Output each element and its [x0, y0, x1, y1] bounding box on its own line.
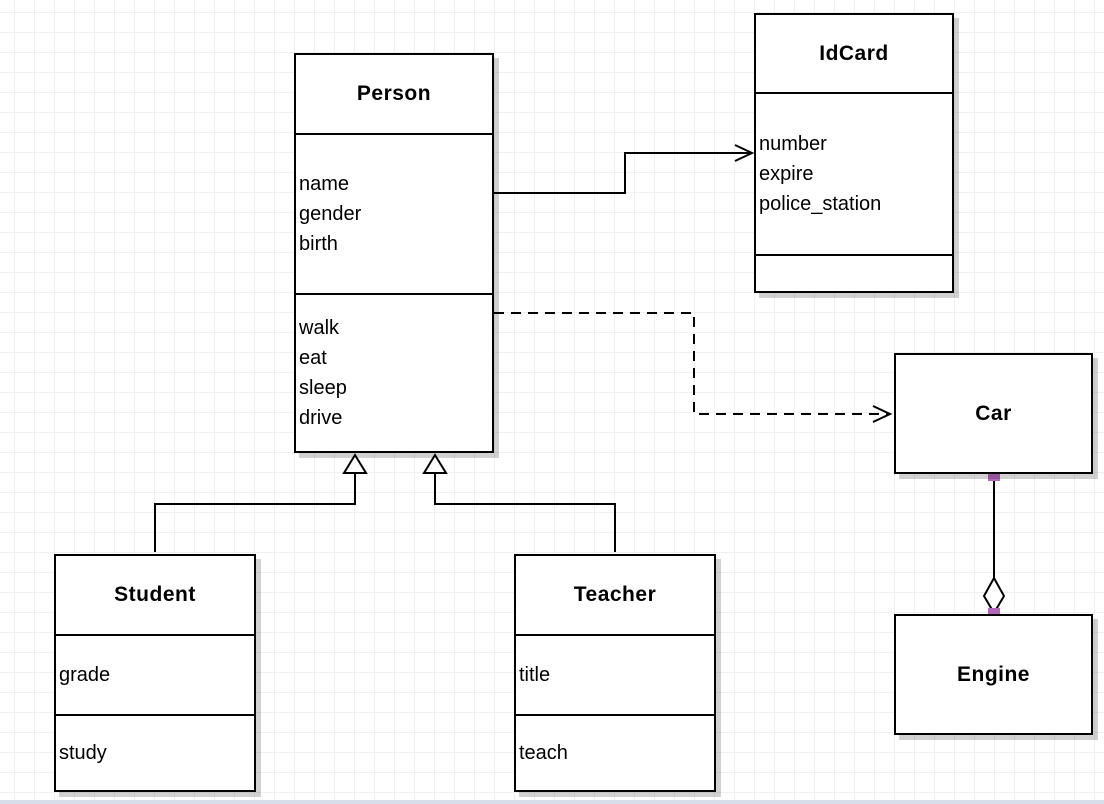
canvas-edge-strip — [0, 800, 1104, 804]
hollow-triangle-icon — [422, 453, 448, 474]
class-title: Engine — [956, 662, 1030, 686]
open-arrowhead-icon — [734, 144, 755, 162]
hollow-diamond-icon — [982, 575, 1006, 615]
class-idcard[interactable]: IdCard number expire police_station — [754, 13, 954, 293]
class-attributes: number expire police_station — [756, 92, 952, 254]
class-title: Car — [975, 401, 1012, 425]
class-attributes: name gender birth — [296, 133, 492, 293]
class-attributes: title — [516, 634, 714, 714]
class-title: Teacher — [573, 583, 657, 606]
class-engine[interactable]: Engine — [894, 614, 1093, 735]
class-person[interactable]: Person name gender birth walk eat sleep … — [294, 53, 494, 453]
class-teacher[interactable]: Teacher title teach — [514, 554, 716, 792]
open-arrowhead-icon — [872, 405, 893, 423]
class-attributes: grade — [56, 634, 254, 714]
class-car[interactable]: Car — [894, 353, 1093, 474]
class-student[interactable]: Student grade study — [54, 554, 256, 792]
class-methods: walk eat sleep drive — [296, 293, 492, 451]
connector-student-person[interactable] — [154, 473, 356, 552]
connector-teacher-person[interactable] — [434, 473, 616, 552]
class-methods — [756, 254, 952, 291]
hollow-triangle-icon — [342, 453, 368, 474]
connector-person-idcard[interactable] — [494, 152, 750, 194]
class-methods: study — [56, 714, 254, 790]
class-title: IdCard — [819, 41, 889, 65]
class-title: Student — [114, 583, 196, 606]
class-title: Person — [356, 82, 432, 105]
connector-person-car[interactable] — [494, 312, 888, 415]
class-methods: teach — [516, 714, 714, 790]
